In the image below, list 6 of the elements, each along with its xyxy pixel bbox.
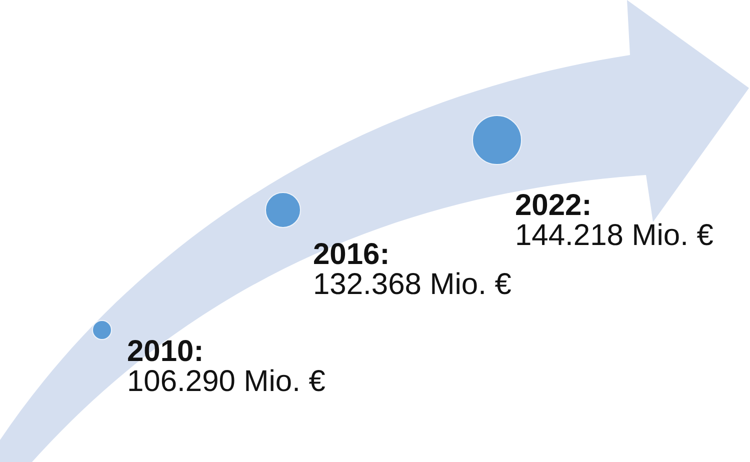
year-label: 2016: [313, 240, 390, 270]
amount-label: 106.290 Mio. € [127, 367, 326, 397]
amount-label: 144.218 Mio. € [515, 221, 714, 251]
year-label: 2022: [515, 191, 592, 221]
year-label: 2010: [127, 337, 204, 367]
amount-label: 132.368 Mio. € [313, 270, 512, 300]
